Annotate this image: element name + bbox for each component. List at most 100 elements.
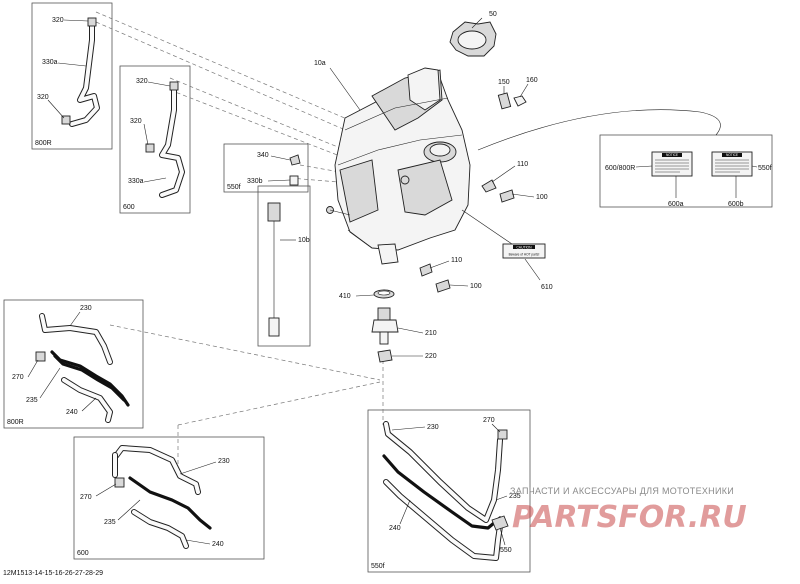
leader	[397, 327, 424, 334]
callout-600b: 600b	[728, 201, 744, 208]
callout-610: 610	[541, 284, 553, 291]
leader	[751, 165, 758, 168]
leader	[477, 109, 721, 151]
leader	[329, 67, 361, 111]
leader	[47, 99, 65, 119]
k5-variant: 600	[77, 550, 89, 557]
kit-box-800r-vent	[31, 2, 113, 150]
bolt-100	[435, 279, 451, 293]
watermark-tagline: ЗАПЧАСТИ И АКСЕССУАРЫ ДЛЯ МОТОТЕХНИКИ	[510, 486, 734, 496]
bracket-150	[497, 92, 527, 110]
caution-decal-text: Beware of HOT parts!	[509, 253, 540, 257]
tank-cap	[449, 21, 497, 57]
k1-callout-320b: 320	[37, 94, 49, 101]
k5-callout-240: 240	[212, 541, 224, 548]
washer-110	[481, 179, 497, 193]
leader	[69, 311, 81, 327]
ref-line	[109, 324, 381, 381]
callout-410: 410	[339, 293, 351, 300]
notice-decal-a-title: NOTICE	[666, 153, 678, 157]
leader	[471, 17, 483, 29]
leader	[491, 165, 516, 183]
oil-hoses-800r	[35, 313, 130, 423]
vent-hose-330a-800r	[61, 17, 100, 127]
leader	[57, 62, 87, 67]
callout-550f-decal: 550f	[758, 165, 772, 172]
decal-box	[599, 134, 773, 208]
ref-line	[95, 21, 351, 133]
k2-callout-320a: 320	[136, 78, 148, 85]
k4-callout-270: 270	[12, 374, 24, 381]
k5-callout-235: 235	[104, 519, 116, 526]
kit-box-550f-vent	[223, 143, 309, 193]
kit-box-800r-hose	[3, 299, 144, 429]
k1-variant: 800R	[35, 140, 52, 147]
vent-hose-330a-600	[145, 81, 185, 198]
vent-fitting-550f	[289, 154, 301, 186]
k5-callout-270: 270	[80, 494, 92, 501]
notice-decal-b: NOTICE	[711, 151, 753, 177]
ref-line	[169, 77, 346, 151]
kit-box-600-hose	[73, 436, 265, 560]
sensor-10b	[267, 202, 281, 337]
callout-600a: 600a	[668, 201, 684, 208]
notice-decal-a: NOTICE	[651, 151, 693, 177]
kit-box-550f-hose	[367, 409, 531, 573]
leader	[635, 165, 653, 168]
leader	[117, 499, 141, 521]
k6-callout-550: 550	[500, 547, 512, 554]
callout-100-lower: 100	[470, 283, 482, 290]
sensor-box	[257, 185, 311, 347]
ref-line	[299, 164, 341, 173]
k6-callout-240: 240	[389, 525, 401, 532]
k4-callout-230: 230	[80, 305, 92, 312]
ref-line	[169, 89, 346, 159]
leader	[495, 495, 508, 501]
leader	[449, 284, 469, 287]
leader	[270, 155, 291, 161]
callout-110-lower: 110	[451, 257, 462, 264]
k6-callout-230: 230	[427, 424, 439, 431]
k3-callout-340: 340	[257, 152, 269, 159]
k6-callout-270: 270	[483, 417, 495, 424]
k1-callout-330a: 330a	[42, 59, 58, 66]
leader	[143, 177, 167, 183]
callout-220: 220	[425, 353, 437, 360]
k2-callout-320b: 320	[130, 118, 142, 125]
ref-line	[177, 381, 381, 426]
leader	[147, 81, 171, 87]
callout-10b: 10b	[298, 237, 310, 244]
washer-110	[419, 263, 433, 277]
k1-callout-320a: 320	[52, 17, 64, 24]
callout-160: 160	[526, 77, 538, 84]
caution-decal-title: CAUTION	[516, 246, 532, 250]
leader	[27, 359, 39, 378]
k2-variant: 600	[123, 204, 135, 211]
leader	[524, 258, 541, 281]
k4-variant: 800R	[7, 419, 24, 426]
callout-210: 210	[425, 330, 437, 337]
leader	[491, 423, 501, 433]
callout-100-upper: 100	[536, 194, 548, 201]
leader	[499, 527, 506, 546]
oil-hoses-550f	[382, 421, 509, 561]
leader	[461, 209, 513, 245]
k6-callout-235: 235	[509, 493, 521, 500]
leader	[355, 294, 375, 297]
leader	[511, 193, 535, 198]
callout-150: 150	[498, 79, 510, 86]
clamp-410	[373, 289, 395, 299]
kit-box-600-vent	[119, 65, 191, 214]
k4-callout-240: 240	[66, 409, 78, 416]
leader	[185, 539, 211, 545]
caution-decal: CAUTION Beware of HOT parts!	[502, 243, 546, 259]
leader	[95, 483, 117, 497]
bolt-100	[499, 189, 515, 203]
clamp-220	[377, 349, 393, 363]
k6-variant: 550f	[371, 563, 385, 570]
ref-line	[95, 11, 355, 123]
oil-hoses-600	[112, 445, 212, 549]
callout-50: 50	[489, 11, 497, 18]
